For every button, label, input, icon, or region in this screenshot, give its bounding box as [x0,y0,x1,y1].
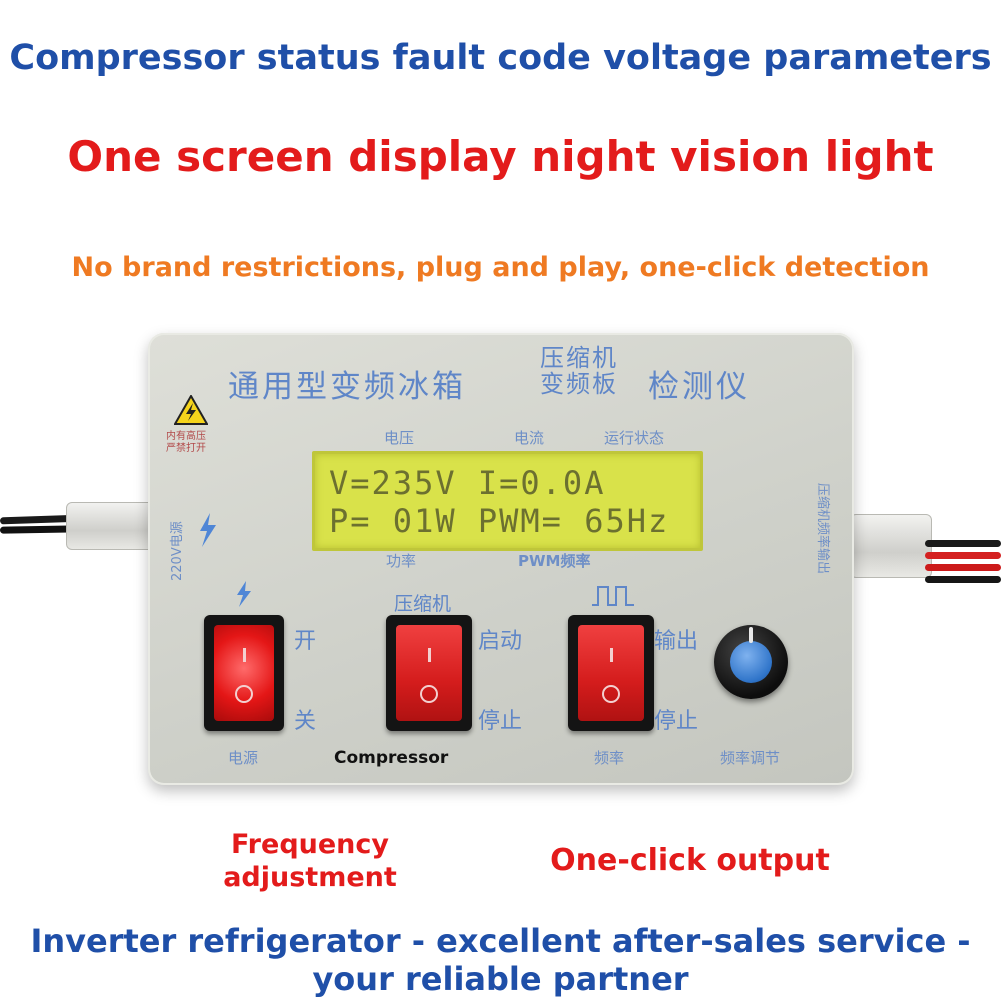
frequency-stop-label: 停止 [654,709,699,734]
compressor-switch[interactable] [386,615,472,731]
device-title-left: 通用型变频冰箱 [228,369,466,405]
knob-cap[interactable] [730,641,772,683]
power-lightning-icon [237,581,251,607]
lcd-line-power-pwm: P= 01W PWM= 65Hz [329,502,670,540]
power-on-label: 开 [294,629,317,654]
warning-text: 内有高压 严禁打开 [166,431,206,455]
output-label: 压缩机频率输出 [815,483,830,575]
lcd-label-pwm: PWM频率 [518,552,591,570]
headline-night-vision: One screen display night vision light [67,132,934,181]
lcd-label-current: 电流 [514,429,545,447]
annotation-frequency-line2: adjustment [223,862,397,893]
knob-indicator [749,627,753,643]
device-title-middle: 压缩机 变频板 [540,345,618,397]
power-off-label: 关 [294,709,317,734]
compressor-start-label: 启动 [478,629,523,654]
power-switch[interactable] [204,615,284,731]
frequency-output-switch[interactable] [568,615,654,731]
lcd-label-voltage: 电压 [384,429,415,447]
high-voltage-warning-icon [174,395,208,425]
power-label: 电源 [228,749,259,767]
annotation-compressor: Compressor [334,748,449,768]
off-symbol-icon [235,684,253,703]
compressor-stop-label: 停止 [478,709,523,734]
device-title-right: 检测仪 [648,369,750,405]
lcd-display: V=235V I=0.0A P= 01W PWM= 65Hz [312,451,703,551]
pulse-wave-icon [592,586,634,606]
annotation-one-click-output: One-click output [550,843,830,878]
power-input-label: 220V电源 [170,521,185,581]
off-symbol-icon [602,684,620,703]
warning-line1: 内有高压 [166,431,206,442]
device-title-middle-line2: 变频板 [540,370,618,398]
compressor-switch-top-label: 压缩机 [394,593,452,615]
annotation-frequency-line1: Frequency [230,829,390,860]
on-symbol-icon [428,648,431,663]
device-title-middle-line1: 压缩机 [540,344,618,372]
lcd-line-voltage-current: V=235V I=0.0A [329,464,606,502]
frequency-output-label: 输出 [654,629,699,654]
lcd-label-power: 功率 [386,552,417,570]
annotation-frequency-adjustment: Frequency adjustment [215,828,405,894]
headline-after-sales-line2: your reliable partner [312,960,689,998]
lightning-icon [200,513,216,547]
on-symbol-icon [243,648,246,663]
knob-label: 频率调节 [720,749,781,767]
off-symbol-icon [420,684,438,703]
lcd-label-status: 运行状态 [604,429,665,447]
compressor-tester-device: 通用型变频冰箱 压缩机 变频板 检测仪 内有高压 严禁打开 220V电源 压缩机… [148,333,854,785]
headline-after-sales: Inverter refrigerator - excellent after-… [0,922,1001,998]
warning-line2: 严禁打开 [166,443,206,454]
compressor-switch-rocker[interactable] [396,625,462,721]
headline-compressor-status: Compressor status fault code voltage par… [9,38,992,78]
frequency-adjust-knob[interactable] [714,625,788,699]
headline-no-brand-restrictions: No brand restrictions, plug and play, on… [71,252,930,283]
power-switch-rocker[interactable] [214,625,274,721]
on-symbol-icon [610,648,613,663]
frequency-output-switch-rocker[interactable] [578,625,644,721]
headline-after-sales-line1: Inverter refrigerator - excellent after-… [30,922,971,960]
frequency-label: 频率 [594,749,625,767]
